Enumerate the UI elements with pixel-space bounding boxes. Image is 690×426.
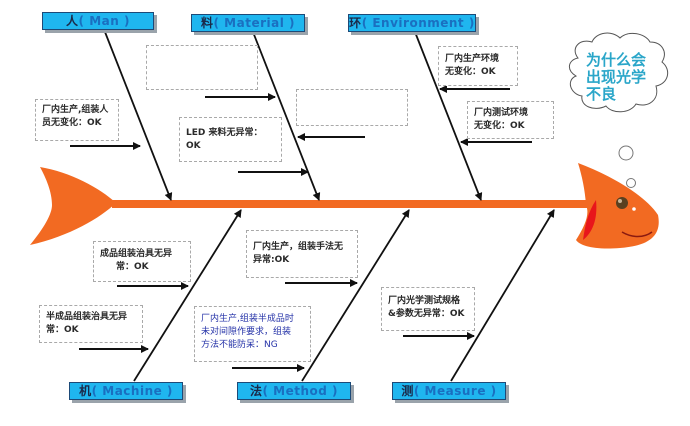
empty-cause-box bbox=[296, 89, 408, 126]
fish-spine bbox=[112, 200, 592, 208]
cause-machine-1: 成品组装治具无异 常：OK bbox=[93, 241, 191, 282]
category-environment: 环( Environment ) bbox=[348, 14, 476, 32]
bone-measure bbox=[450, 209, 555, 382]
cause-environment-2: 厂内测试环境 无变化：OK bbox=[467, 101, 554, 139]
category-method: 法( Method ) bbox=[237, 382, 351, 400]
fish-mouth-icon bbox=[621, 231, 653, 238]
bubble-icon bbox=[618, 145, 634, 161]
bubble-icon bbox=[626, 178, 636, 188]
empty-cause-box bbox=[146, 45, 258, 90]
category-man: 人( Man ) bbox=[42, 12, 154, 30]
cause-measure-1: 厂内光学测试规格 &参数无异常：OK bbox=[381, 287, 475, 331]
bone-environment bbox=[414, 31, 483, 201]
problem-statement: 为什么会 出现光学 不良 bbox=[586, 51, 647, 103]
category-material: 料( Material ) bbox=[191, 14, 305, 32]
fish-tail bbox=[30, 167, 116, 245]
fish-eye-icon bbox=[616, 197, 628, 209]
bone-machine bbox=[133, 209, 242, 382]
cause-material-1: LED 来料无异常： OK bbox=[179, 117, 282, 162]
cause-man-1: 厂内生产,组装人 员无变化：OK bbox=[35, 99, 119, 141]
bone-man bbox=[104, 31, 173, 201]
thought-cloud-icon bbox=[569, 32, 669, 113]
cause-method-1: 厂内生产，组装手法无 异常:OK bbox=[246, 230, 358, 278]
category-machine: 机( Machine ) bbox=[69, 382, 183, 400]
category-measure: 测( Measure ) bbox=[392, 382, 506, 400]
cause-method-2-ng: 厂内生产,组装半成品时 未对间隙作要求，组装 方法不能防呆：NG bbox=[194, 306, 311, 362]
cause-machine-2: 半成品组装治具无异 常：OK bbox=[39, 305, 143, 343]
fish-gill-icon bbox=[583, 200, 597, 240]
cause-environment-1: 厂内生产环境 无变化：OK bbox=[438, 46, 518, 86]
bone-method bbox=[301, 209, 410, 382]
